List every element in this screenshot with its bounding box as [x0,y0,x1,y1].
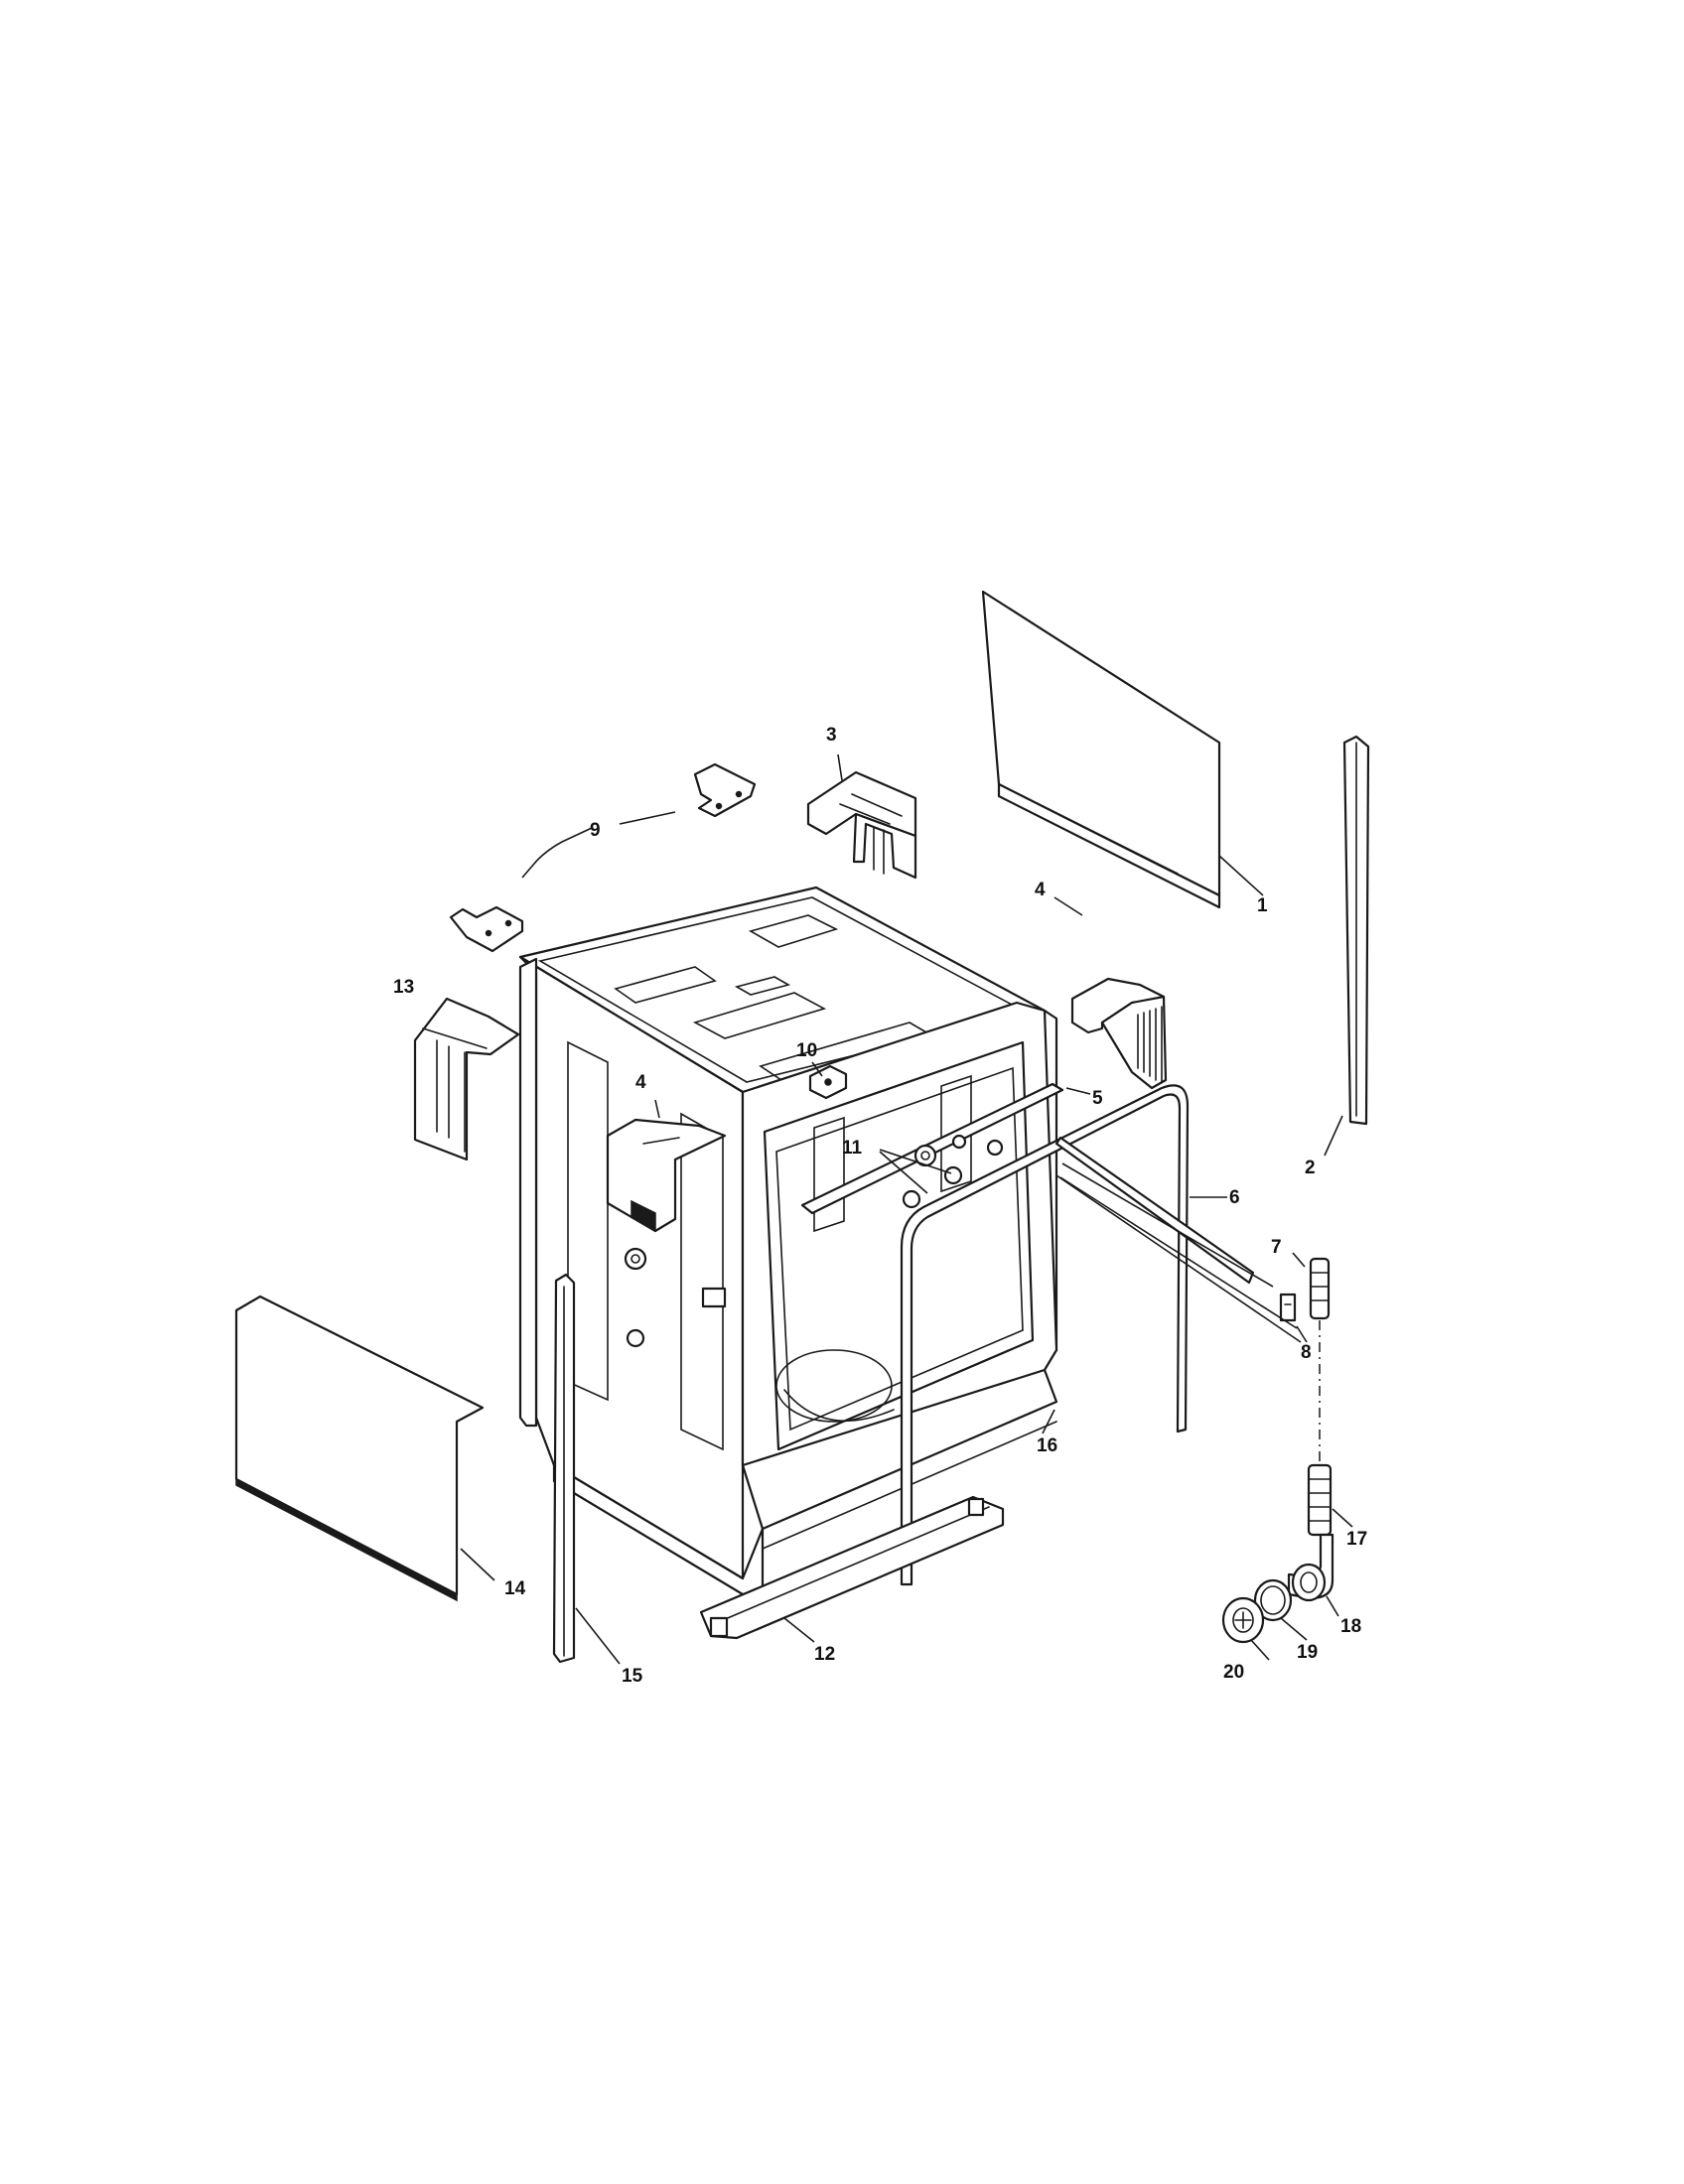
callout-4-right: 4 [1035,880,1046,900]
callout-13: 13 [393,977,414,998]
part-20-cap [1221,1596,1265,1644]
callout-5: 5 [1092,1088,1103,1109]
callout-3: 3 [826,725,837,746]
part-13-side-bracket [413,997,520,1161]
part-6-door-gasket [900,1084,1190,1586]
part-10-clip [808,1064,848,1100]
part-19-ring [1253,1578,1293,1622]
part-18-elbow [1287,1533,1334,1602]
callout-9: 9 [590,820,601,841]
callout-20: 20 [1223,1662,1244,1683]
part-14-kick-panel [234,1295,485,1602]
part-2-side-strip [1342,735,1370,1126]
callout-15: 15 [622,1666,643,1687]
part-1-top-panel [981,590,1221,909]
callout-10: 10 [796,1040,817,1061]
tub-assembly [518,886,1058,1596]
part-9-hinge-plate-upper [693,762,757,818]
callout-11: 11 [842,1138,863,1159]
part-3-bracket [806,770,917,880]
callout-12: 12 [814,1644,835,1665]
part-12-bottom-rail [699,1495,1005,1640]
callout-16: 16 [1037,1435,1057,1456]
callout-1: 1 [1257,895,1268,916]
callout-14: 14 [504,1578,526,1599]
part-4-right-bracket-fins [1137,1006,1163,1083]
part-9-hinge-plate-lower [449,905,524,953]
callout-17: 17 [1346,1529,1367,1550]
callout-19: 19 [1297,1642,1318,1663]
part-4-right-bracket [1070,977,1168,1090]
callout-6: 6 [1229,1187,1240,1208]
part-17-hose-fitting [1307,1257,1333,1537]
callout-4-left: 4 [635,1072,646,1093]
part-15-gasket-strip [552,1273,576,1664]
callout-7: 7 [1271,1237,1282,1258]
part-4-tub-bracket [606,1118,727,1233]
part-11-rollers [902,1134,1004,1209]
leader-lines [460,753,1353,1665]
callout-2: 2 [1305,1158,1316,1178]
callouts: 1 2 3 4 4 5 6 7 8 9 10 11 12 13 14 15 16… [393,725,1367,1687]
callout-18: 18 [1340,1616,1361,1637]
callout-8: 8 [1301,1342,1312,1363]
